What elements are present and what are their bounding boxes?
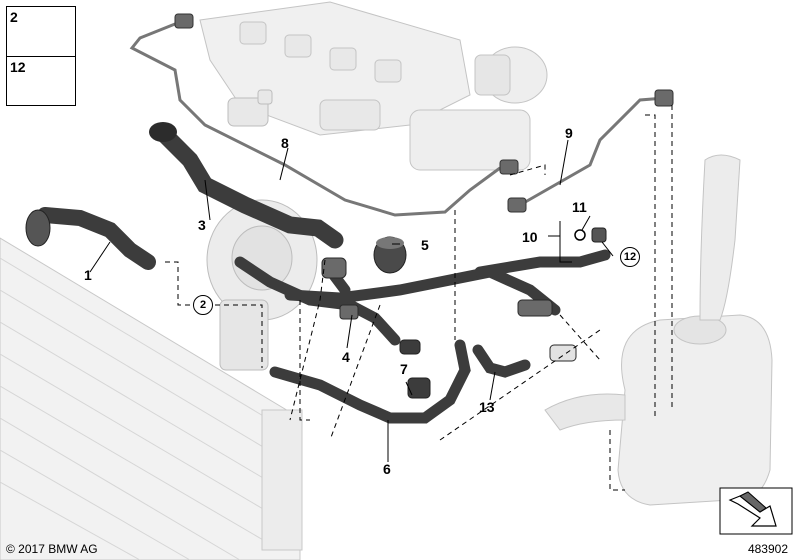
cap-5 [373, 236, 407, 274]
callout-13[interactable]: 13 [479, 399, 495, 415]
pipe-8 [129, 18, 501, 217]
egr-ghost [409, 46, 548, 171]
parts-legend: 2 12 [6, 6, 76, 106]
hose-3-end [149, 122, 177, 142]
callout-3[interactable]: 3 [198, 217, 206, 233]
callout-10[interactable]: 10 [522, 229, 538, 245]
circled-callout-12[interactable]: 12 [620, 247, 640, 267]
connector-10 [574, 227, 607, 243]
legend-row-clamp[interactable]: 2 [7, 7, 75, 55]
hose-1-end [25, 209, 51, 247]
expansion-tank-ghost [544, 154, 773, 506]
callout-7[interactable]: 7 [400, 361, 408, 377]
pipe-9-fitting [654, 89, 674, 107]
thermostat-ghost [227, 89, 273, 127]
callout-1[interactable]: 1 [84, 267, 92, 283]
hose-3 [156, 126, 344, 249]
copyright-text: © 2017 BMW AG [6, 542, 98, 556]
pipe-8-end-fitting [499, 159, 519, 175]
callout-9[interactable]: 9 [565, 125, 573, 141]
next-page-arrow-icon[interactable] [719, 487, 793, 535]
pipe-9-end-fitting [507, 197, 527, 213]
legend-number: 2 [10, 9, 18, 25]
hose-13 [472, 344, 531, 378]
callout-11[interactable]: 11 [572, 199, 587, 215]
hose-6 [269, 339, 471, 424]
legend-number: 12 [10, 59, 26, 75]
legend-row-bolt[interactable]: 12 [7, 56, 75, 105]
radiator-ghost [0, 237, 303, 560]
diagram-number: 483902 [747, 542, 788, 556]
callout-5[interactable]: 5 [421, 237, 429, 253]
valve-fittings [321, 257, 577, 362]
hose-1 [37, 207, 156, 270]
pipe-8-fitting [174, 13, 194, 29]
leader-lines [89, 105, 673, 491]
circled-callout-2[interactable]: 2 [193, 295, 213, 315]
callout-6[interactable]: 6 [383, 461, 391, 477]
callout-4[interactable]: 4 [342, 349, 350, 365]
pipe-9 [519, 96, 666, 207]
hose-7 [399, 339, 431, 399]
callout-8[interactable]: 8 [281, 135, 289, 151]
